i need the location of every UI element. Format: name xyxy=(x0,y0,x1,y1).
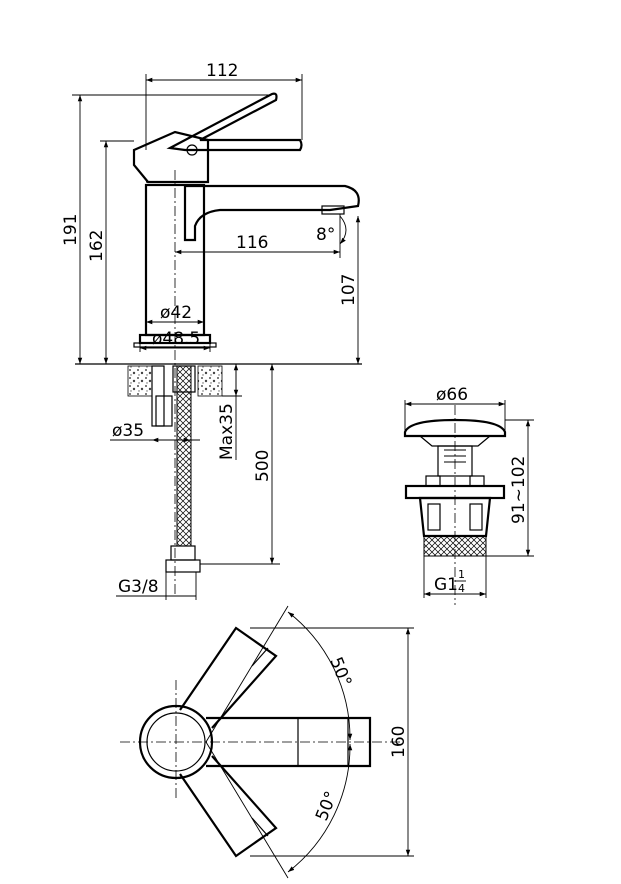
dim-spout-angle: 8° xyxy=(316,225,335,245)
waste-thread xyxy=(423,535,487,557)
lever-handle xyxy=(166,92,303,152)
aerator xyxy=(321,205,345,215)
dim-base-diameter: ø48.5 xyxy=(152,329,200,349)
cartridge-head xyxy=(132,130,210,184)
counter-section-left xyxy=(127,365,153,397)
dim-body-height: 162 xyxy=(87,230,107,262)
dim-max-thickness: Max35 xyxy=(217,403,237,460)
waste-stem xyxy=(437,445,473,477)
top-view: 50° 50° 160 xyxy=(120,605,414,879)
dim-thread-fraction-num: 1 xyxy=(458,568,465,581)
dim-overall-height: 191 xyxy=(61,214,81,246)
dim-overall-width: 112 xyxy=(206,61,238,81)
dim-body-diameter: ø42 xyxy=(160,303,192,323)
flex-hose xyxy=(176,365,192,547)
side-view: 8° 112 191 162 116 107 ø42 xyxy=(61,61,362,600)
lever-up xyxy=(179,626,278,729)
spout xyxy=(183,184,360,242)
dim-height-range: 91~102 xyxy=(509,456,529,524)
hose-nut xyxy=(165,559,201,573)
lever-pivot xyxy=(186,144,198,156)
dim-spout-reach: 116 xyxy=(236,233,268,253)
dim-thread-fraction-den: 4 xyxy=(458,582,465,595)
dim-depth: 160 xyxy=(389,726,409,758)
dim-tail-diameter: ø35 xyxy=(112,421,144,441)
waste-view: ø66 91~102 G1 1 4 xyxy=(403,385,534,605)
dim-spout-height: 107 xyxy=(339,274,359,306)
hose-connector-top xyxy=(172,365,196,393)
counter-section-right xyxy=(197,365,223,397)
lever-down xyxy=(179,755,278,858)
dim-hose-length: 500 xyxy=(253,450,273,482)
body-inner-circle xyxy=(146,712,206,772)
mounting-nut xyxy=(155,395,173,427)
dim-cap-diameter: ø66 xyxy=(436,385,468,405)
dim-angle-top: 50° xyxy=(325,654,355,689)
body-circle xyxy=(138,704,214,780)
dim-hose-thread: G3/8 xyxy=(118,577,159,597)
dim-thread: G1 xyxy=(434,575,458,595)
dim-angle-bottom: 50° xyxy=(312,788,342,823)
